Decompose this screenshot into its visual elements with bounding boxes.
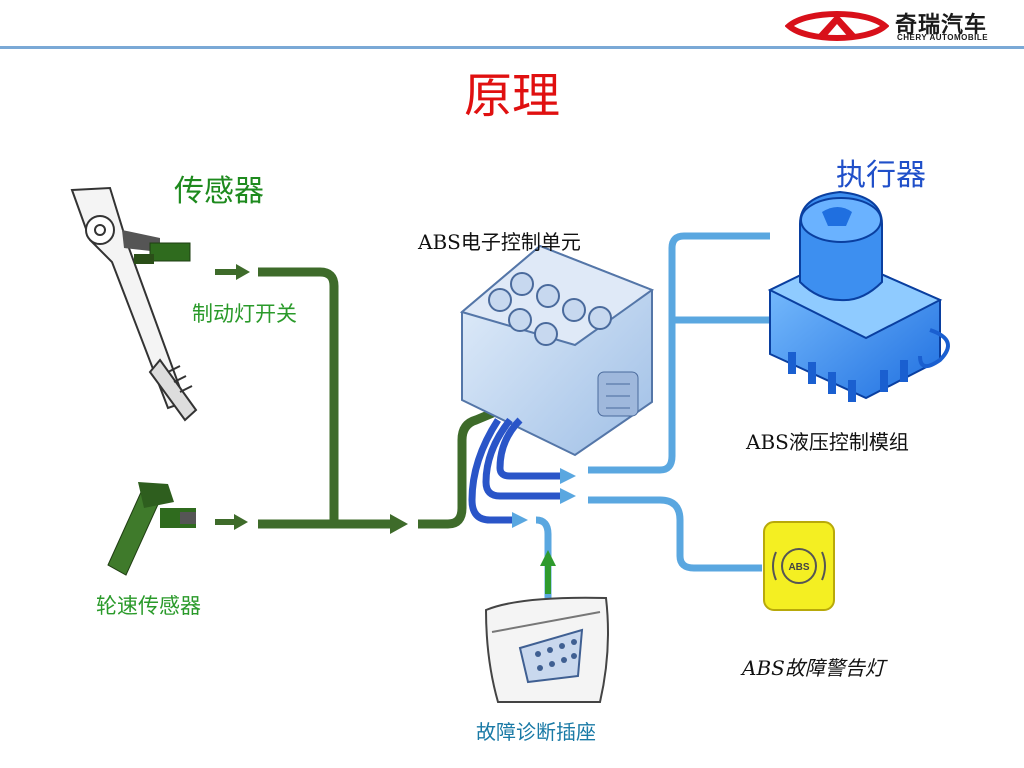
sensor-to-ecu-arrow — [390, 514, 408, 534]
brake-switch-label: 制动灯开关 — [192, 302, 297, 326]
ecu-label: ABS电子控制单元 — [418, 230, 581, 254]
abs-ecu-icon — [459, 244, 655, 457]
brake-pedal-icon — [70, 186, 198, 422]
brake-switch-arrow — [215, 264, 250, 280]
wheel-speed-sensor-label: 轮速传感器 — [96, 594, 201, 618]
hydraulic-module-label: ABS液压控制模组 — [746, 430, 909, 454]
warning-lamp-wire — [588, 496, 762, 572]
output-arrow-2 — [560, 488, 576, 504]
header-divider — [0, 46, 1024, 49]
page-title: 原理 — [463, 68, 560, 124]
ecu-input-line — [418, 405, 502, 529]
output-arrow-3 — [512, 512, 528, 528]
warning-lamp-icon: ABS — [763, 521, 835, 611]
diagnostic-socket-icon — [484, 596, 609, 703]
sensor-signal-line — [258, 267, 392, 529]
chery-logo-icon — [785, 11, 889, 41]
brand-name-en: CHERY AUTOMOBILE — [897, 33, 989, 42]
wheel-speed-arrow — [215, 514, 248, 530]
warning-lamp-label: ABS故障警告灯 — [742, 656, 885, 680]
ecu-output-wire-3 — [468, 418, 514, 524]
hydraulic-module-icon — [767, 190, 950, 402]
wheel-speed-sensor-icon — [107, 482, 196, 576]
hydraulic-wire — [588, 232, 770, 474]
ecu-output-wire-2 — [482, 417, 560, 500]
ecu-output-wire-1 — [496, 417, 560, 480]
diag-socket-line — [535, 516, 552, 600]
warning-lamp-text: ABS — [788, 562, 809, 573]
brand-name-cn: 奇瑞汽车 — [895, 13, 988, 38]
output-arrow-1 — [560, 468, 576, 484]
sensor-heading: 传感器 — [174, 174, 264, 209]
diag-socket-arrow — [540, 550, 556, 566]
actuator-heading: 执行器 — [836, 158, 926, 193]
diagnostic-socket-label: 故障诊断插座 — [476, 720, 596, 744]
brand-logo: 奇瑞汽车 CHERY AUTOMOBILE — [785, 6, 1010, 46]
